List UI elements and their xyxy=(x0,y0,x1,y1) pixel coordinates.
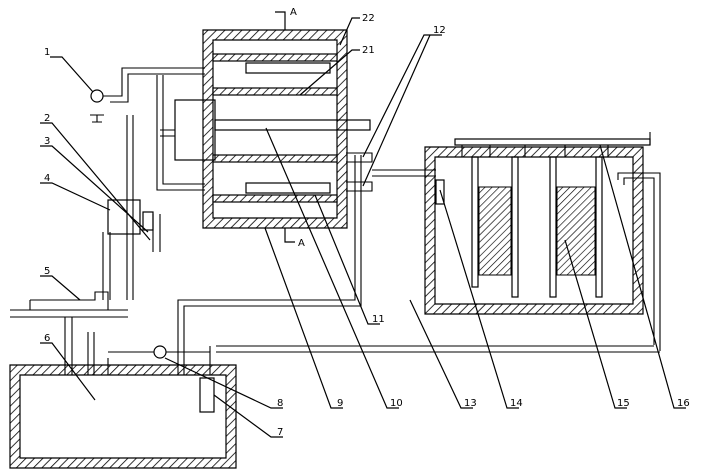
label-12: 12 xyxy=(433,25,446,36)
label-5: 5 xyxy=(44,266,50,277)
label-2: 2 xyxy=(44,113,50,124)
label-14: 14 xyxy=(510,398,523,409)
section-label-top: A xyxy=(290,7,297,18)
section-label-bottom: A xyxy=(298,238,305,249)
label-15: 15 xyxy=(617,398,630,409)
label-16: 16 xyxy=(677,398,690,409)
label-11: 11 xyxy=(372,314,385,325)
label-8: 8 xyxy=(277,398,283,409)
label-3: 3 xyxy=(44,136,50,147)
label-6: 6 xyxy=(44,333,50,344)
label-1: 1 xyxy=(44,47,50,58)
label-21: 21 xyxy=(362,45,375,56)
label-22: 22 xyxy=(362,13,375,24)
label-9: 9 xyxy=(337,398,343,409)
label-10: 10 xyxy=(390,398,403,409)
label-13: 13 xyxy=(464,398,477,409)
labels: A A 1 2 3 4 5 6 7 8 9 10 11 12 13 14 15 … xyxy=(44,7,690,438)
leader-lines xyxy=(40,11,686,438)
label-4: 4 xyxy=(44,173,50,184)
base-platform xyxy=(10,291,128,375)
right-tank xyxy=(424,132,661,351)
label-7: 7 xyxy=(277,427,283,438)
exchanger-unit xyxy=(174,29,371,229)
piping xyxy=(87,67,660,375)
bottom-tank xyxy=(9,364,237,469)
